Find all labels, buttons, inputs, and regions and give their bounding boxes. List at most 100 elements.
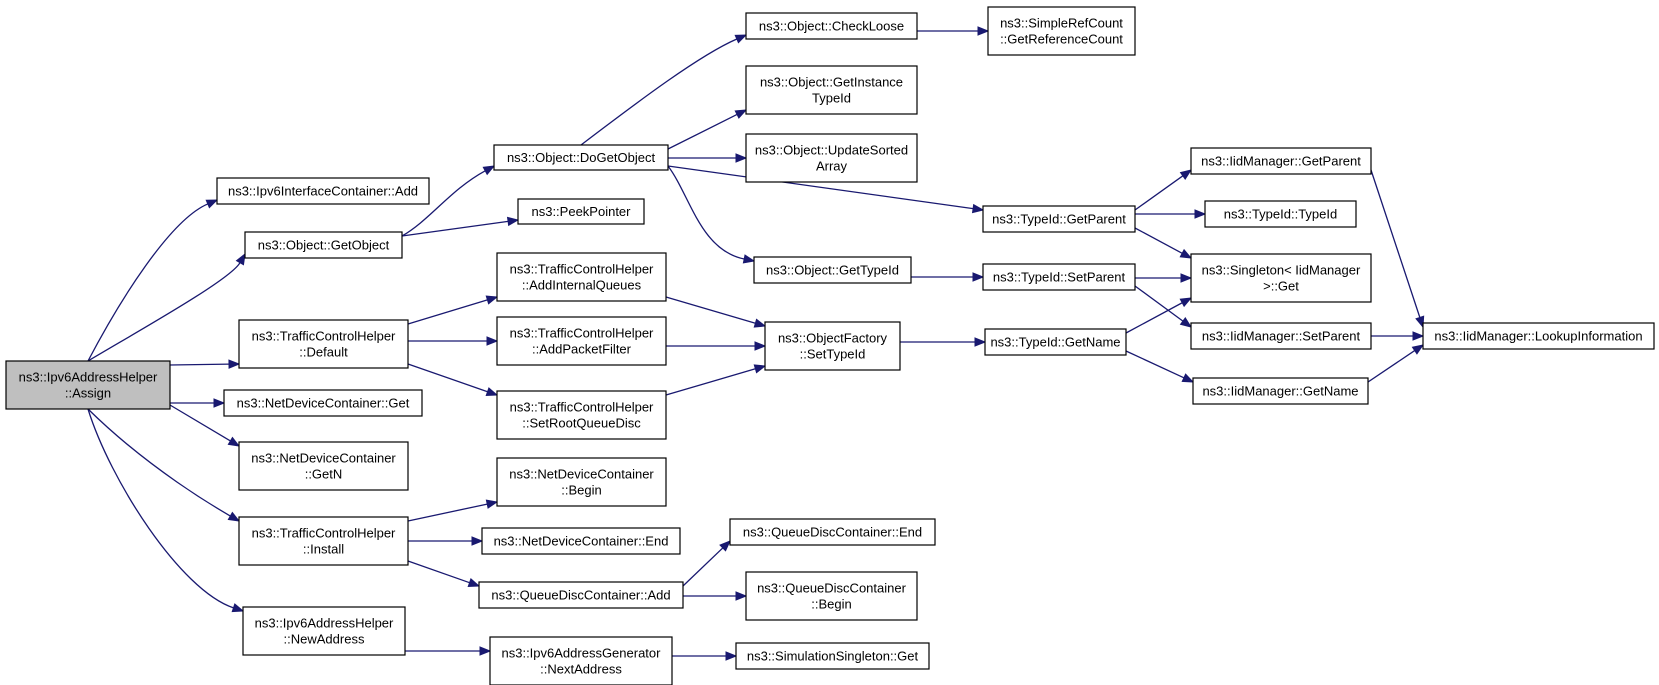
- edge-root-to-ndc-get: [170, 398, 226, 408]
- edge-arrowhead: [735, 153, 748, 163]
- node-label: ns3::TypeId::SetParent: [993, 270, 1126, 285]
- edge-obj-dogetobject-to-obj-checkloose: [580, 34, 748, 146]
- node-obj-getobject[interactable]: ns3::Object::GetObject: [244, 231, 403, 259]
- edge-root-to-tch-install: [87, 408, 241, 522]
- edge-tch-addpacket-to-of-settypeid: [666, 341, 767, 351]
- node-label: ns3::TrafficControlHelper: [510, 262, 654, 277]
- node-tch-install[interactable]: ns3::TrafficControlHelper::Install: [238, 516, 409, 566]
- node-ifc-add[interactable]: ns3::Ipv6InterfaceContainer::Add: [216, 177, 430, 205]
- node-iid-getname[interactable]: ns3::IidManager::GetName: [1192, 377, 1369, 405]
- edge-arrowhead: [235, 252, 246, 266]
- node-tch-default[interactable]: ns3::TrafficControlHelper::Default: [238, 319, 409, 369]
- edge-root-to-iah-newaddress: [87, 408, 245, 613]
- node-label: ns3::TrafficControlHelper: [252, 329, 396, 344]
- edge-obj-dogetobject-to-tid-getparent: [667, 165, 985, 214]
- edge-arrowhead: [974, 337, 987, 347]
- edge-arrowhead: [734, 34, 748, 44]
- node-box: [1190, 253, 1372, 303]
- node-label: ns3::TrafficControlHelper: [510, 326, 654, 341]
- node-box: [1204, 200, 1357, 228]
- edge-arrowhead: [1179, 169, 1193, 180]
- node-label: ns3::Object::GetTypeId: [766, 263, 899, 278]
- node-box: [496, 390, 667, 440]
- node-label: ns3::TrafficControlHelper: [510, 400, 654, 415]
- edge-root-to-obj-getobject: [87, 252, 246, 362]
- node-label: ns3::Ipv6AddressGenerator: [502, 646, 662, 661]
- node-label: ns3::TrafficControlHelper: [252, 526, 396, 541]
- edge-arrowhead: [231, 603, 245, 613]
- node-label: ns3::Object::GetInstance: [760, 75, 903, 90]
- node-box: [496, 316, 667, 366]
- edge-arrowhead: [486, 336, 499, 346]
- node-qdc-add[interactable]: ns3::QueueDiscContainer::Add: [478, 581, 684, 609]
- node-ndc-begin[interactable]: ns3::NetDeviceContainer::Begin: [496, 457, 667, 507]
- edge-arrowhead: [479, 646, 492, 656]
- node-root[interactable]: ns3::Ipv6AddressHelper::Assign: [5, 360, 171, 410]
- edge-arrowhead: [467, 578, 481, 587]
- node-tch-addpacket[interactable]: ns3::TrafficControlHelper::AddPacketFilt…: [496, 316, 667, 366]
- edge-root-to-ifc-add: [87, 199, 219, 362]
- edge-arrowhead: [1415, 315, 1425, 329]
- edge-line: [667, 113, 738, 150]
- node-iah-newaddress[interactable]: ns3::Ipv6AddressHelper::NewAddress: [242, 606, 406, 656]
- node-label: ::Install: [303, 542, 344, 557]
- node-obj-gettypeid[interactable]: ns3::Object::GetTypeId: [753, 256, 912, 284]
- node-peekpointer[interactable]: ns3::PeekPointer: [517, 198, 645, 225]
- node-iid-setparent[interactable]: ns3::IidManager::SetParent: [1190, 322, 1372, 350]
- node-label: ns3::SimulationSingleton::Get: [747, 649, 919, 664]
- edge-arrowhead: [1179, 316, 1193, 328]
- edge-arrowhead: [735, 591, 748, 601]
- edge-line: [665, 296, 756, 324]
- node-src-getref[interactable]: ns3::SimpleRefCount::GetReferenceCount: [987, 6, 1136, 56]
- node-box: [238, 441, 409, 491]
- node-ss-get[interactable]: ns3::SimulationSingleton::Get: [735, 642, 930, 670]
- node-obj-checkloose[interactable]: ns3::Object::CheckLoose: [745, 12, 918, 40]
- edge-arrowhead: [725, 651, 738, 661]
- node-box: [244, 231, 403, 259]
- node-obj-dogetobject[interactable]: ns3::Object::DoGetObject: [493, 144, 669, 171]
- edge-line: [407, 560, 470, 584]
- edge-arrowhead: [471, 536, 484, 546]
- edge-line: [407, 299, 488, 325]
- node-box: [223, 389, 423, 417]
- node-label: ns3::IidManager::GetName: [1202, 384, 1358, 399]
- node-tid-getname[interactable]: ns3::TypeId::GetName: [984, 328, 1127, 356]
- edge-tid-setparent-to-singleton-get: [1135, 273, 1193, 283]
- node-label: ::Begin: [561, 483, 601, 498]
- edge-obj-dogetobject-to-obj-gettypeid: [667, 165, 756, 264]
- node-label: ns3::Object::CheckLoose: [759, 19, 904, 34]
- node-iid-lookup[interactable]: ns3::IidManager::LookupInformation: [1422, 322, 1655, 350]
- edge-arrowhead: [977, 26, 990, 36]
- node-tch-setroot[interactable]: ns3::TrafficControlHelper::SetRootQueueD…: [496, 390, 667, 440]
- edge-arrowhead: [228, 359, 241, 369]
- node-label: TypeId: [812, 91, 851, 106]
- node-iag-next[interactable]: ns3::Ipv6AddressGenerator::NextAddress: [489, 636, 673, 685]
- node-singleton-get[interactable]: ns3::Singleton< IidManager>::Get: [1190, 253, 1372, 303]
- node-label: ns3::SimpleRefCount: [1000, 16, 1123, 31]
- node-qdc-end[interactable]: ns3::QueueDiscContainer::End: [729, 518, 936, 546]
- node-ndc-get[interactable]: ns3::NetDeviceContainer::Get: [223, 389, 423, 417]
- node-qdc-begin[interactable]: ns3::QueueDiscContainer::Begin: [745, 571, 918, 621]
- edge-obj-getobject-to-peekpointer: [401, 216, 520, 237]
- node-ndc-getn[interactable]: ns3::NetDeviceContainer::GetN: [238, 441, 409, 491]
- edge-iah-newaddress-to-iag-next: [405, 646, 492, 656]
- node-iid-getparent[interactable]: ns3::IidManager::GetParent: [1190, 147, 1372, 175]
- node-label: ns3::NetDeviceContainer::End: [494, 534, 669, 549]
- node-tid-getparent[interactable]: ns3::TypeId::GetParent: [982, 205, 1136, 233]
- node-label: ::AddInternalQueues: [522, 278, 642, 293]
- node-tid-typeid[interactable]: ns3::TypeId::TypeId: [1204, 200, 1357, 228]
- node-box: [489, 636, 673, 685]
- node-of-settypeid[interactable]: ns3::ObjectFactory::SetTypeId: [764, 321, 901, 371]
- node-tch-addinternal[interactable]: ns3::TrafficControlHelper::AddInternalQu…: [496, 252, 667, 302]
- edge-tch-setroot-to-of-settypeid: [665, 364, 767, 396]
- node-ndc-end[interactable]: ns3::NetDeviceContainer::End: [481, 527, 681, 555]
- node-tid-setparent[interactable]: ns3::TypeId::SetParent: [982, 263, 1136, 291]
- edge-arrowhead: [1180, 273, 1193, 283]
- node-label: ns3::QueueDiscContainer: [757, 581, 907, 596]
- edge-line: [407, 363, 488, 393]
- node-box: [242, 606, 406, 656]
- edge-line: [87, 203, 209, 362]
